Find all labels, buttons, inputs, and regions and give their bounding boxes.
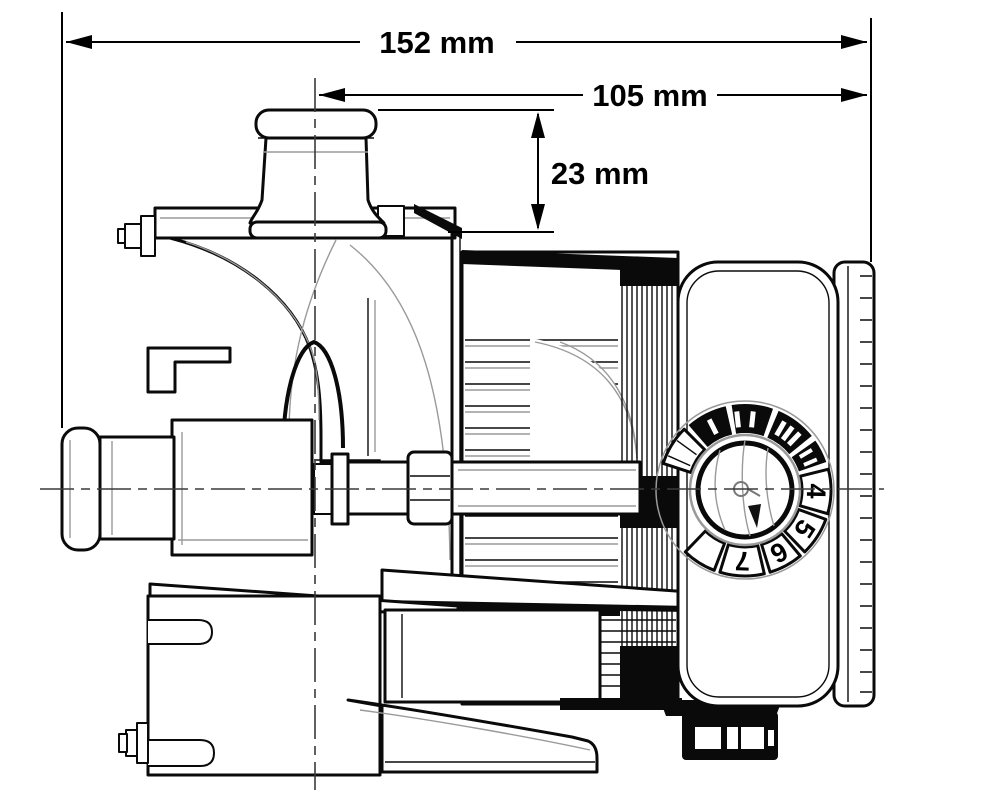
dial-segment-min	[661, 427, 707, 474]
arrow-left	[319, 88, 345, 102]
motor-top-band	[462, 250, 678, 272]
head-motor-slant	[414, 204, 462, 239]
knurl-ridges	[860, 275, 872, 693]
arrow-down	[531, 204, 545, 230]
arrow-right	[841, 35, 867, 49]
top-bolt-flange	[140, 215, 156, 257]
dimension-label-152mm: 152 mm	[379, 25, 494, 60]
bracket-slot-lower	[148, 739, 215, 767]
connector-slot	[695, 727, 721, 749]
dial-number-7: 7	[734, 546, 750, 577]
inlet-port	[60, 418, 314, 557]
shaft-nut	[406, 450, 454, 526]
dial-segment-5	[783, 508, 828, 554]
dial-segment-blank	[683, 529, 727, 572]
outlet-lip	[254, 108, 378, 140]
outlet-port	[248, 108, 388, 240]
terminal-connector	[660, 700, 782, 760]
speed-dial: 4 5 6 7	[655, 400, 835, 580]
left-step-tab	[146, 346, 232, 394]
dial-segment-3b	[791, 440, 827, 472]
dimension-label-105mm: 105 mm	[592, 78, 707, 113]
connector-slot	[727, 727, 738, 749]
top-bolt-head	[124, 223, 142, 249]
bracket-bolt-flange	[136, 722, 149, 764]
dimension-overall-length: 152 mm	[61, 12, 872, 428]
outlet-body	[248, 136, 386, 225]
arrow-up	[531, 112, 545, 138]
inlet-mount-plate	[170, 418, 314, 557]
dial-segment-7	[718, 543, 766, 578]
dial-segment-4	[798, 467, 833, 516]
dial-knob	[695, 440, 795, 540]
mounting-bracket	[118, 582, 460, 777]
impeller-dome	[281, 339, 345, 456]
dimension-label-23mm: 23 mm	[551, 156, 649, 191]
dimension-outlet-height: 23 mm	[378, 109, 649, 233]
arrow-left	[66, 35, 92, 49]
dimension-length-to-outlet: 105 mm	[319, 78, 867, 113]
bracket-slot-upper	[148, 619, 213, 645]
rear-cap	[832, 260, 876, 708]
pump-chamber-box	[383, 608, 602, 704]
inlet-body	[98, 435, 176, 541]
shaft-assembly	[295, 450, 642, 526]
dial-segment-6	[760, 532, 802, 574]
pump-foot	[346, 698, 599, 774]
outlet-collar	[248, 220, 388, 240]
dial-number-4: 4	[801, 483, 831, 499]
connector-slot	[741, 727, 764, 749]
dial-pointer	[748, 504, 761, 528]
arrow-right	[841, 88, 867, 102]
